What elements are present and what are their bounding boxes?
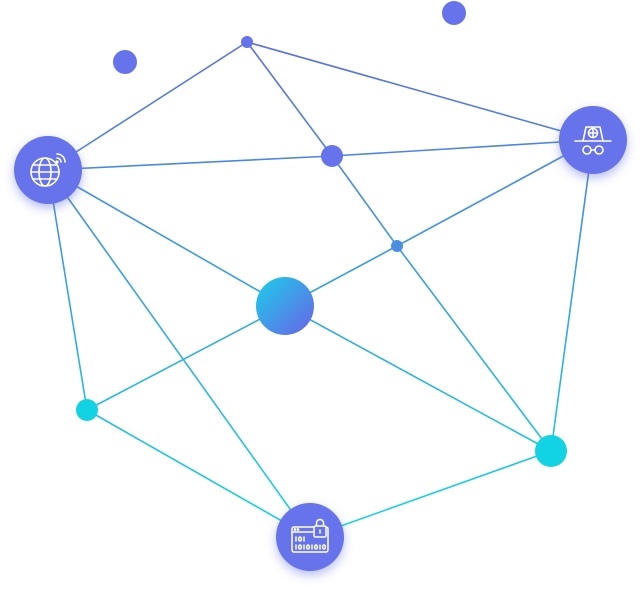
edge-mid-upper-to-spy: [331, 139, 594, 157]
edge-center-to-left-low: [86, 305, 286, 411]
node-float-2: [442, 1, 466, 25]
node-data-lock: [276, 503, 344, 571]
binary-data-lock-icon: [291, 518, 329, 553]
network-nodes: [14, 1, 627, 571]
edge-globe-to-mid-upper: [47, 155, 333, 171]
edge-data-lock-to-right-low: [309, 450, 552, 538]
node-small-junction: [391, 240, 403, 252]
edge-globe-to-center: [47, 169, 286, 307]
network-edges: [47, 41, 594, 538]
node-spy: [559, 106, 627, 174]
edge-center-to-right-low: [284, 305, 552, 452]
edge-spy-to-right-low: [550, 139, 594, 452]
edge-small-junction-to-right-low: [396, 245, 552, 452]
edge-globe-to-data-lock: [47, 169, 311, 538]
node-right-low: [535, 435, 567, 467]
incognito-spy-icon: [574, 126, 612, 155]
edge-top-to-spy: [246, 41, 594, 141]
globe-wifi-icon: [30, 153, 66, 187]
node-globe: [14, 136, 82, 204]
edge-left-low-to-data-lock: [86, 409, 311, 538]
edge-spy-to-small-junction: [396, 139, 594, 247]
node-top: [241, 36, 253, 48]
edge-globe-to-left-low: [47, 169, 88, 411]
edge-globe-to-top: [47, 41, 248, 171]
node-left-low: [76, 399, 98, 421]
node-mid-upper: [321, 145, 343, 167]
node-float-1: [113, 50, 137, 74]
edge-top-to-mid-upper: [246, 41, 333, 157]
edge-mid-upper-to-small-junction: [331, 155, 398, 247]
node-center: [256, 277, 314, 335]
